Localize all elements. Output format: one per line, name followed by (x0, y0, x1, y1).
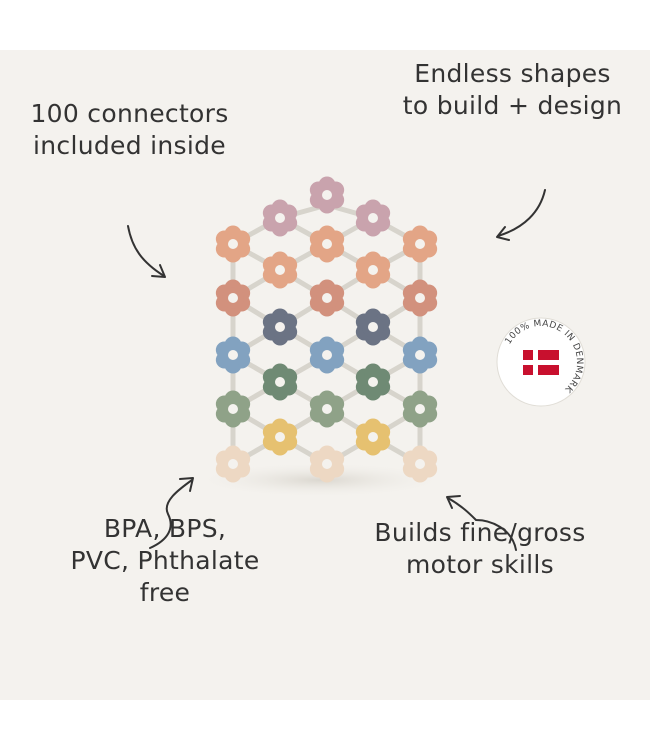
flower-piece (402, 225, 438, 263)
flower-piece (309, 225, 345, 263)
flower-piece (262, 363, 298, 401)
callout-connectors: 100 connectors included inside (22, 98, 237, 162)
flower-piece (262, 418, 298, 456)
flower-piece (215, 390, 251, 428)
arrow-bottom-left (149, 479, 193, 549)
flower-piece (262, 251, 298, 289)
flower-piece (355, 251, 391, 289)
flower-piece (262, 199, 298, 237)
callout-motor-skills-line-1: Builds fine/gross (374, 518, 586, 547)
callout-bpa-free: BPA, BPS, PVC, Phthalate free (60, 513, 270, 609)
floor-shadow (190, 462, 450, 498)
callout-endless-shapes-line-1: Endless shapes (414, 59, 611, 88)
flower-piece (309, 390, 345, 428)
flower-piece (355, 308, 391, 346)
flower-piece (355, 199, 391, 237)
flower-pieces (215, 176, 438, 483)
callout-motor-skills: Builds fine/gross motor skills (355, 517, 605, 581)
flower-piece (402, 279, 438, 317)
arrow-top-left (127, 225, 165, 277)
callout-endless-shapes-line-2: to build + design (402, 91, 623, 120)
flower-piece (402, 336, 438, 374)
callout-connectors-line-1: 100 connectors (30, 99, 229, 128)
flower-piece (215, 279, 251, 317)
arrowhead-top-left (151, 264, 166, 278)
flower-piece (309, 279, 345, 317)
arrow-bottom-right (447, 497, 517, 551)
flower-piece (355, 418, 391, 456)
arrowhead-bottom-right (446, 495, 461, 509)
flower-piece (309, 336, 345, 374)
arrowhead-bottom-left (179, 477, 194, 492)
callout-connectors-line-2: included inside (33, 131, 226, 160)
arrow-top-right (497, 189, 546, 237)
flower-piece (262, 308, 298, 346)
flower-piece (215, 445, 251, 483)
callout-motor-skills-line-2: motor skills (406, 550, 554, 579)
callout-bpa-free-line-3: free (139, 578, 191, 607)
flower-piece (402, 390, 438, 428)
flower-piece (355, 363, 391, 401)
callout-bpa-free-line-1: BPA, BPS, (103, 514, 227, 543)
made-in-denmark-badge: 100% MADE IN DENMARK (496, 317, 586, 407)
flower-piece (215, 225, 251, 263)
callout-endless-shapes: Endless shapes to build + design (395, 58, 630, 122)
flower-piece (309, 445, 345, 483)
flower-piece (402, 445, 438, 483)
flower-piece (309, 176, 345, 214)
flower-piece (215, 336, 251, 374)
arrowhead-top-right (496, 226, 510, 241)
callout-bpa-free-line-2: PVC, Phthalate (70, 546, 260, 575)
